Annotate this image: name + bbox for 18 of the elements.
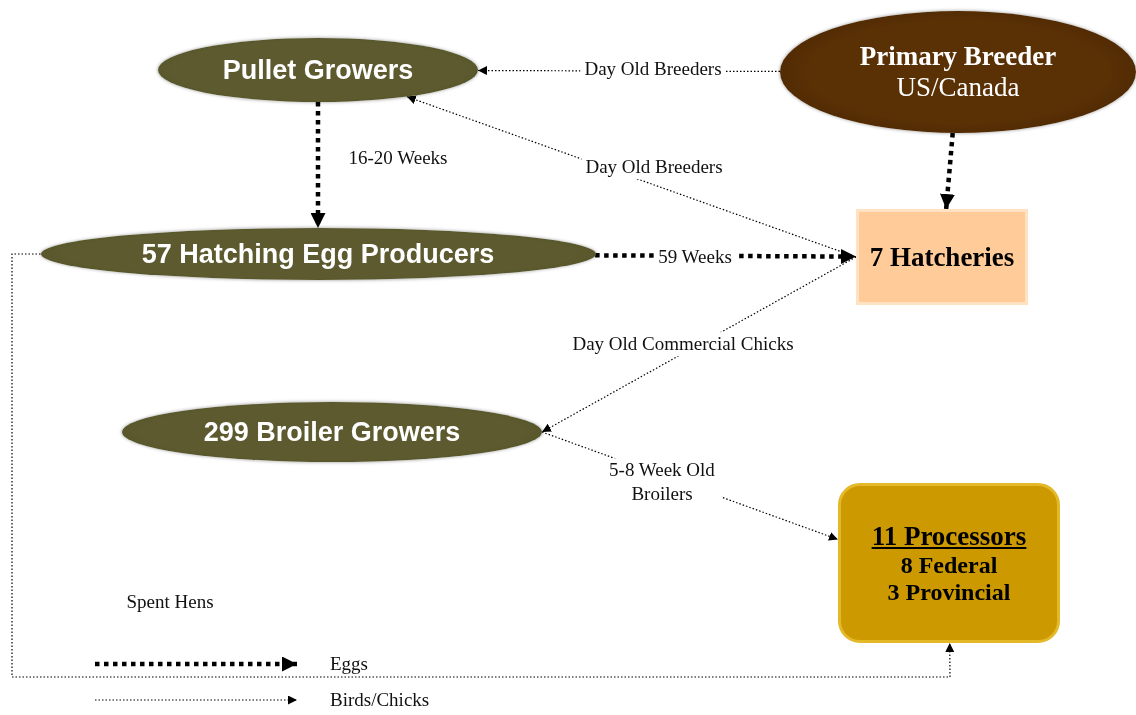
thick-dotted-arrow [939, 132, 955, 210]
rounded-box [838, 483, 1060, 643]
node-subtitle: 8 Federal [900, 551, 998, 579]
node-title: 57 Hatching Egg Producers [141, 238, 495, 270]
process-box [856, 209, 1028, 305]
node-title: Primary Breeder [859, 41, 1057, 72]
thick-dotted-arrow [310, 102, 326, 228]
dotted-arrow [406, 95, 857, 258]
node-title: 299 Broiler Growers [203, 416, 461, 448]
node-title: 11 Processors [871, 520, 1027, 552]
node-title: 7 Hatcheries [869, 241, 1015, 273]
legend-label: Birds/Chicks [330, 689, 430, 711]
dotted-arrow [541, 256, 857, 433]
node-subtitle: US/Canada [896, 72, 1020, 103]
node-title: Pullet Growers [222, 54, 414, 86]
legend-label: Eggs [330, 653, 368, 675]
dotted-arrow [11, 253, 955, 678]
node-subtitle: 3 Provincial [887, 578, 1011, 606]
